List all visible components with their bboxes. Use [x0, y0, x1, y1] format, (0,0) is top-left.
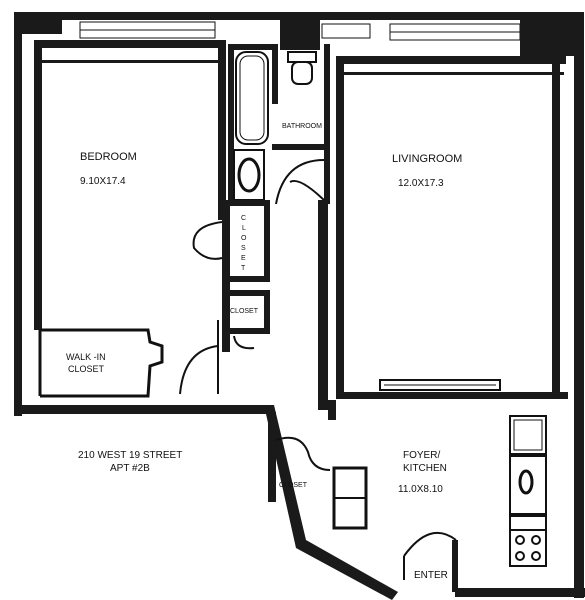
- address-line1: 210 WEST 19 STREET: [78, 450, 182, 461]
- foyer-label-line1: FOYER/: [403, 450, 440, 461]
- enter-label: ENTER: [414, 570, 448, 581]
- livingroom: [318, 56, 568, 420]
- closet-vertical-o: O: [241, 235, 247, 242]
- closet-vertical-e: E: [241, 255, 246, 262]
- small-closet-label: CLOSET: [230, 308, 259, 315]
- walkin-closet-label-line1: WALK -IN: [66, 352, 106, 362]
- foyer-label-line2: KITCHEN: [403, 463, 447, 474]
- bathroom: [228, 44, 330, 205]
- closet-vertical-c: C: [241, 215, 246, 222]
- outer-walls: [14, 12, 585, 600]
- foyer-kitchen: [268, 412, 547, 592]
- address-line2: APT #2B: [110, 463, 150, 474]
- bathroom-label: BATHROOM: [282, 123, 322, 130]
- hall-closets: [192, 200, 270, 352]
- closet-vertical-t: T: [241, 265, 246, 272]
- walkin-closet-label-line2: CLOSET: [68, 364, 105, 374]
- closet-vertical-l: L: [242, 225, 246, 232]
- bedroom-dimensions: 9.10X17.4: [80, 176, 126, 187]
- closet-vertical-s: S: [241, 245, 246, 252]
- bedroom-label: BEDROOM: [80, 151, 137, 163]
- bedroom: [34, 40, 226, 398]
- foyer-dimensions: 11.0X8.10: [398, 484, 443, 495]
- livingroom-label: LIVINGROOM: [392, 153, 462, 165]
- foyer-closet-label: CLOSET: [279, 482, 308, 489]
- livingroom-dimensions: 12.0X17.3: [398, 178, 444, 189]
- room-labels: BEDROOM 9.10X17.4 BATHROOM LIVINGROOM 12…: [66, 123, 462, 581]
